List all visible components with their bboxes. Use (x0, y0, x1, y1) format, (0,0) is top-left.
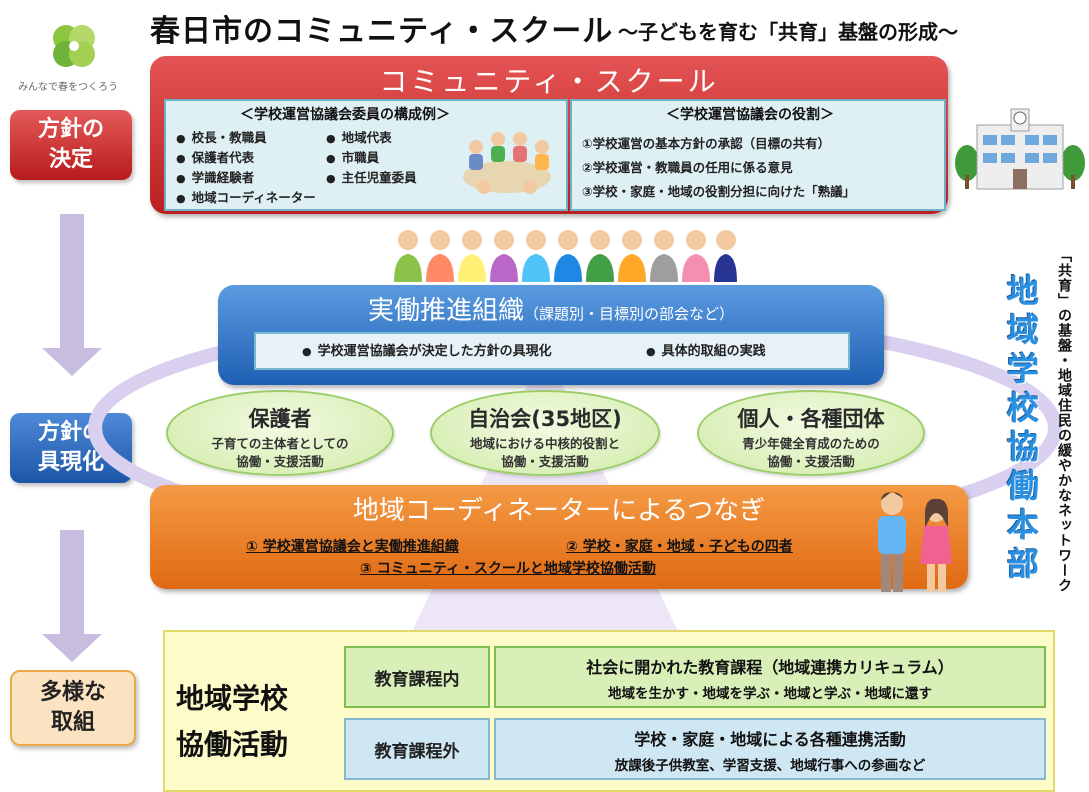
group-desc-line: 協働・支援活動 (501, 454, 589, 469)
group-individuals-organizations: 個人・各種団体 青少年健全育成のための協働・支援活動 (697, 390, 925, 476)
group-title: 個人・各種団体 (737, 407, 885, 431)
member-item: 市職員 (326, 147, 380, 166)
side-heading-regional-school-hq: 地 域 学 校 協 働 本 部 (1003, 272, 1043, 584)
curriculum-outside-tag: 教育課程外 (344, 718, 490, 780)
meeting-illustration-icon (463, 132, 551, 194)
desc-sub: 地域を生かす・地域を学ぶ・地域と学ぶ・地域に還す (608, 686, 932, 702)
stage-label-line: 取組 (50, 710, 95, 735)
side-heading-char: 働 (1006, 467, 1039, 505)
group-desc: 地域における中核的役割と協働・支援活動 (432, 435, 658, 471)
desc-main: 学校・家庭・地域による各種連携活動 (634, 730, 906, 749)
group-desc-line: 地域における中核的役割と (469, 436, 620, 451)
member-item: 地域代表 (326, 127, 392, 146)
group-title: 自治会(35地区) (468, 407, 622, 431)
member-item: 主任児童委員 (326, 167, 417, 186)
desc-sub: 放課後子供教室、学習支援、地域行事への参画など (614, 758, 926, 774)
side-heading-char: 校 (1006, 389, 1039, 427)
council-members-box: ＜学校運営協議会委員の構成例＞ 校長・教職員 保護者代表 学識経験者 地域コーデ… (164, 99, 568, 211)
community-school-title: コミュニティ・スクール (379, 65, 719, 98)
group-desc-line: 協働・支援活動 (767, 454, 855, 469)
coordinators-illustration-icon (878, 491, 952, 592)
side-heading-char: 本 (1006, 506, 1039, 544)
side-heading-char: 協 (1006, 428, 1039, 466)
role-item: ③学校・家庭・地域の役割分担に向けた「熟議」 (582, 184, 856, 199)
group-desc-line: 協働・支援活動 (236, 454, 324, 469)
group-desc: 青少年健全育成のための協働・支援活動 (699, 435, 923, 471)
coordinator-panel (150, 485, 968, 589)
member-item: 地域コーディネーター (176, 187, 316, 206)
curriculum-outside-desc: 学校・家庭・地域による各種連携活動 放課後子供教室、学習支援、地域行事への参画な… (494, 718, 1046, 780)
members-heading: ＜学校運営協議会委員の構成例＞ (240, 107, 450, 123)
page-title: 春日市のコミュニティ・スクール (150, 14, 614, 49)
action-item: 具体的取組の実践 (646, 340, 766, 359)
curriculum-inside-desc: 社会に開かれた教育課程（地域連携カリキュラム） 地域を生かす・地域を学ぶ・地域と… (494, 646, 1046, 708)
group-desc: 子育ての主体者としての協働・支援活動 (168, 435, 392, 471)
city-logo (18, 14, 128, 94)
coordinator-item: ③ コミュニティ・スクールと地域学校協働活動 (360, 561, 656, 577)
group-neighborhood-association: 自治会(35地区) 地域における中核的役割と協働・支援活動 (430, 390, 660, 476)
action-organization-title: 実働推進組織（課題別・目標別の部会など） (218, 290, 884, 327)
side-network-caption: 「共育」の基盤・地域住民の緩やかなネットワーク (1056, 248, 1072, 593)
side-heading-char: 域 (1006, 311, 1039, 349)
member-item: 保護者代表 (176, 147, 255, 166)
stage-label-line: 決定 (48, 147, 93, 172)
role-item: ②学校運営・教職員の任用に係る意見 (582, 160, 793, 175)
group-title: 保護者 (248, 407, 312, 431)
group-desc-line: 子育ての主体者としての (211, 436, 349, 451)
desc-main: 社会に開かれた教育課程（地域連携カリキュラム） (586, 658, 954, 677)
collaboration-activities-title: 地域学校 協働活動 (176, 676, 336, 768)
page-subtitle: ～子どもを育む「共育」基盤の形成～ (618, 20, 958, 44)
coordinator-item: ② 学校・家庭・地域・子どもの四者 (566, 539, 793, 555)
member-item: 校長・教職員 (176, 127, 267, 146)
member-item: 学識経験者 (176, 167, 255, 186)
title-line: 地域学校 (176, 682, 289, 715)
roles-heading: ＜学校運営協議会の役割＞ (666, 107, 834, 123)
school-building-icon (955, 108, 1085, 190)
role-item: ①学校運営の基本方針の承認（目標の共有） (582, 136, 831, 151)
action-item: 学校運営協議会が決定した方針の具現化 (302, 340, 552, 359)
side-heading-char: 地 (1006, 272, 1039, 310)
group-guardians: 保護者 子育ての主体者としての協働・支援活動 (166, 390, 394, 476)
stage-label-line: 具現化 (37, 450, 104, 475)
council-roles-box: ＜学校運営協議会の役割＞ ①学校運営の基本方針の承認（目標の共有） ②学校運営・… (570, 99, 946, 211)
group-desc-line: 青少年健全育成のための (742, 436, 880, 451)
stage-label-line: 多様な (39, 680, 106, 705)
citizens-illustration-icon (394, 230, 737, 282)
down-arrow-icon (42, 530, 102, 662)
down-arrow-icon (42, 214, 102, 376)
action-organization-subtitle: （課題別・目標別の部会など） (524, 305, 735, 323)
title-line: 協働活動 (176, 728, 289, 761)
action-organization-name: 実働推進組織 (367, 296, 524, 326)
stage-label-line: 方針の (37, 117, 104, 142)
coordinator-title: 地域コーディネーターによるつなぎ (352, 496, 766, 526)
stage-diverse-label: 多様な 取組 (10, 670, 136, 746)
curriculum-inside-tag: 教育課程内 (344, 646, 490, 708)
coordinator-item: ① 学校運営協議会と実働推進組織 (246, 539, 459, 555)
side-heading-char: 部 (1006, 545, 1039, 583)
side-heading-char: 学 (1006, 350, 1039, 388)
logo-caption: みんなで春をつくろう (18, 82, 118, 93)
stage-decision-label: 方針の 決定 (10, 110, 132, 180)
